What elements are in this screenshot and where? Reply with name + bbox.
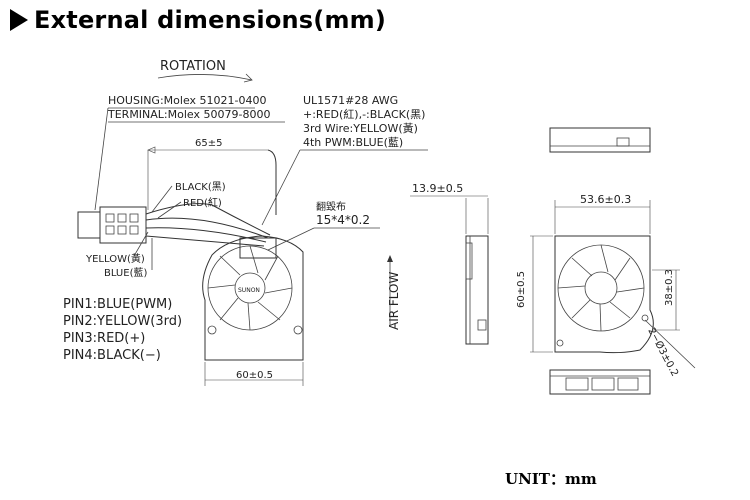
pin-2: PIN2:YELLOW(3rd) [63,314,182,329]
pin-1: PIN1:BLUE(PWM) [63,297,172,312]
pin-3: PIN3:RED(+) [63,331,145,346]
housing-spec: HOUSING:Molex 51021-0400 [108,94,266,107]
section-header: External dimensions(mm) [10,6,386,34]
connector [77,206,147,244]
wire-spec: UL1571#28 AWG [303,94,398,107]
wire-red-label: RED(紅) [183,197,222,209]
wire-blue-label: BLUE(藍) [104,266,147,279]
svg-text:SUNON: SUNON [238,287,260,294]
housing-leader [94,107,109,211]
unit-label: UNIT：mm [505,470,597,488]
fan-side-view [465,235,489,345]
wire-line-1: +:RED(紅),-:BLACK(黑) [303,108,425,121]
dim-holes: 2−Ø3±0.2 [645,326,681,379]
wire-black-label: BLACK(黑) [175,181,226,193]
rotation-arrowhead [243,73,253,83]
rotation-arrow [157,74,253,81]
wire-line-3: 4th PWM:BLUE(藍) [303,136,403,149]
pin-4: PIN4:BLACK(−) [63,348,161,363]
airflow-label: AIR FLOW [387,271,401,330]
fan-top-view [549,127,651,153]
dim-cable-length: 65±5 [195,138,222,149]
dim-front-width: 60±0.5 [236,370,273,381]
triangle-bullet-icon [10,9,28,31]
dim-right-width: 53.6±0.3 [580,193,631,206]
dim-outlet: 38±0.3 [664,269,675,306]
wire-line-2: 3rd Wire:YELLOW(黃) [303,122,418,135]
fan-bottom-view [549,369,651,395]
fan-front-view: SUNON [202,235,304,361]
sleeve-label: 翻毀布 [316,201,346,213]
wire-yellow-label: YELLOW(黃) [85,252,145,265]
dim-right-height: 60±0.5 [516,271,527,308]
wire-leader [261,149,301,226]
fan-right-view [554,235,654,354]
dim-thickness: 13.9±0.5 [412,182,463,195]
rotation-label: ROTATION [160,59,226,74]
terminal-spec: TERMINAL:Molex 50079-8000 [107,108,270,121]
sleeve-size: 15*4*0.2 [316,213,370,227]
section-title: External dimensions(mm) [34,6,387,34]
